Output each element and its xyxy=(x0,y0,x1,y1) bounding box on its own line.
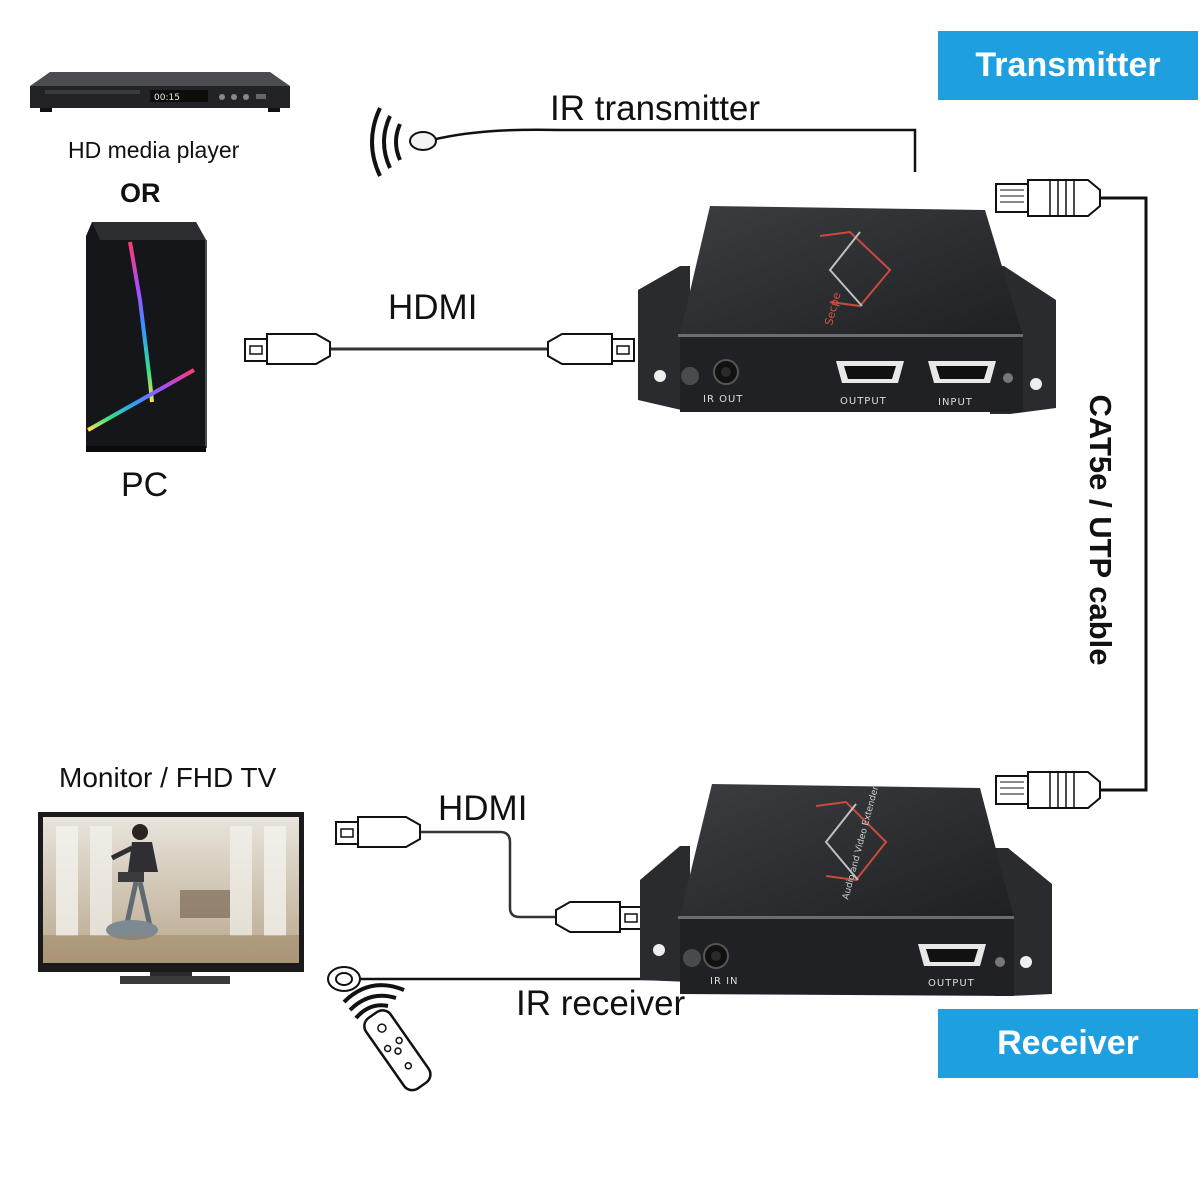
remote-control-icon xyxy=(342,983,432,1092)
transmitter-output-port-label: OUTPUT xyxy=(840,396,887,407)
transmitter-ir-port-label: IR OUT xyxy=(703,394,743,405)
receiver-device: Audio and Video Extender IR IN OUTPUT xyxy=(640,784,1052,996)
receiver-ir-port-label: IR IN xyxy=(710,976,739,987)
hdmi-plug-left-bottom-icon xyxy=(335,816,421,848)
hdmi-plug-right-bottom-icon xyxy=(555,901,643,933)
monitor-icon xyxy=(38,812,304,984)
or-label: OR xyxy=(120,178,161,208)
hdmi-top-label: HDMI xyxy=(388,288,478,327)
ir-emitter-icon xyxy=(370,107,437,177)
receiver-output-port-label: OUTPUT xyxy=(928,978,975,989)
hdmi-plug-right-top-icon xyxy=(547,333,635,365)
ir-receiver-label: IR receiver xyxy=(516,984,686,1023)
rj45-connector-bottom-icon xyxy=(995,771,1101,809)
rj45-connector-top-icon xyxy=(995,179,1101,217)
hdmi-bottom-cable xyxy=(420,830,556,919)
player-display-text: 00:15 xyxy=(154,93,180,103)
monitor-label: Monitor / FHD TV xyxy=(59,762,277,793)
ir-transmitter-label: IR transmitter xyxy=(550,89,761,128)
media-player-label: HD media player xyxy=(68,137,240,163)
cat5e-cable xyxy=(1100,196,1148,792)
hdmi-bottom-label: HDMI xyxy=(438,789,528,828)
pc-tower-icon xyxy=(86,222,207,452)
ir-transmitter-cable xyxy=(431,128,917,172)
media-player-icon: 00:15 xyxy=(30,72,290,112)
receiver-badge: Receiver xyxy=(938,1009,1198,1078)
hdmi-plug-left-top-icon xyxy=(244,333,331,365)
pc-label: PC xyxy=(121,466,169,504)
transmitter-device: Secpe IR OUT OUTPUT INPUT xyxy=(638,206,1056,414)
transmitter-input-port-label: INPUT xyxy=(938,397,973,408)
transmitter-badge: Transmitter xyxy=(938,31,1198,100)
ir-receiver-eye-icon xyxy=(327,966,361,992)
